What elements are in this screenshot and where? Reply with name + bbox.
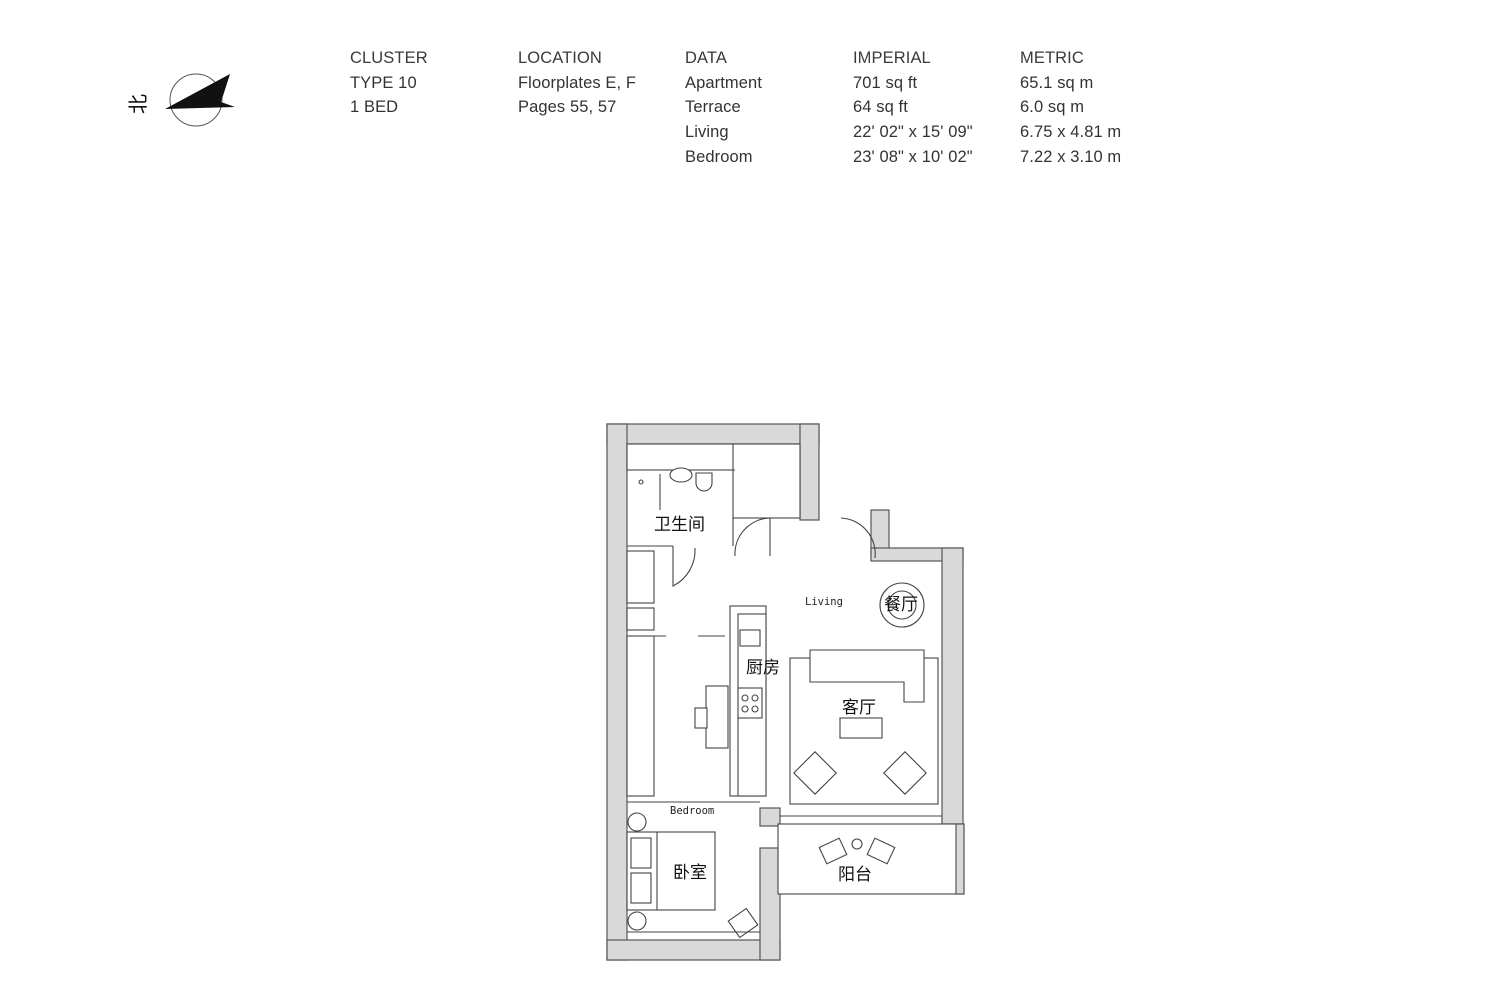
cluster-column: CLUSTER TYPE 10 1 BED [350,46,428,120]
data-column: DATA Apartment Terrace Living Bedroom [685,46,762,170]
floor-plan: 卫生间 Living 餐厅 厨房 客厅 Bedroom 卧室 阳台 [606,423,965,961]
north-arrow-icon: 北 [126,73,235,127]
bathroom-label: 卫生间 [654,515,705,535]
metric-column: METRIC 65.1 sq m 6.0 sq m 6.75 x 4.81 m … [1020,46,1121,170]
cluster-header: CLUSTER [350,49,428,67]
living-label: Living [805,596,843,608]
cluster-type: TYPE 10 [350,73,417,92]
balcony-label: 阳台 [838,865,872,885]
bedroom-en-label: Bedroom [670,805,714,817]
data-bedroom: Bedroom [685,147,753,166]
location-floorplates: Floorplates E, F [518,73,637,92]
imperial-column: IMPERIAL 701 sq ft 64 sq ft 22' 02" x 15… [853,46,973,170]
dining-label: 餐厅 [884,595,918,615]
metric-bedroom: 7.22 x 3.10 m [1020,147,1122,166]
imperial-apartment: 701 sq ft [853,73,918,92]
data-header: DATA [685,49,727,67]
location-header: LOCATION [518,49,602,67]
bedroom-label: 卧室 [673,863,707,883]
interior-walls [626,443,942,939]
cluster-beds: 1 BED [350,98,399,117]
kitchen-label: 厨房 [746,658,780,678]
lounge-label: 客厅 [842,698,876,718]
outer-walls [606,423,964,961]
imperial-terrace: 64 sq ft [853,98,908,117]
balcony [777,823,965,895]
spec-table: CLUSTER TYPE 10 1 BED LOCATION Floorplat… [350,46,1190,176]
metric-apartment: 65.1 sq m [1020,73,1094,92]
data-apartment: Apartment [685,73,763,92]
imperial-header: IMPERIAL [853,49,931,67]
data-terrace: Terrace [685,98,741,117]
location-pages: Pages 55, 57 [518,98,617,117]
metric-header: METRIC [1020,49,1084,67]
metric-living: 6.75 x 4.81 m [1020,123,1122,142]
north-label: 北 [126,94,150,114]
metric-terrace: 6.0 sq m [1020,98,1085,117]
imperial-bedroom: 23' 08" x 10' 02" [853,147,973,166]
imperial-living: 22' 02" x 15' 09" [853,123,973,142]
data-living: Living [685,123,729,142]
location-column: LOCATION Floorplates E, F Pages 55, 57 [518,46,636,120]
